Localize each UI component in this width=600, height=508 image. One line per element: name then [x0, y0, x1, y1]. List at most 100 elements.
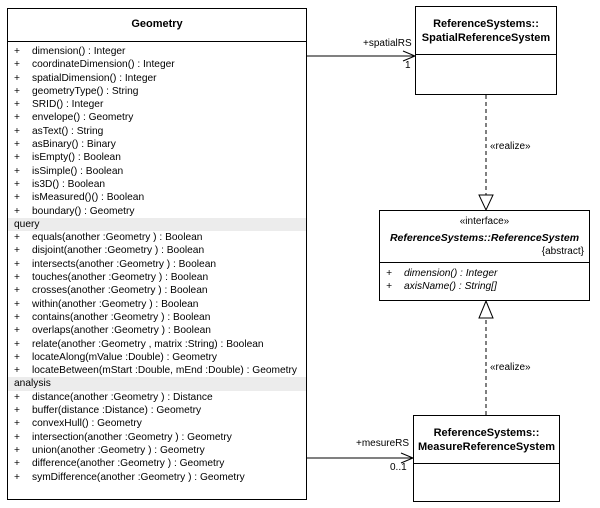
core-operation: +boundary() : Geometry [14, 205, 306, 218]
analysis-operation: + buffer(distance :Distance) : Geometry [14, 404, 306, 417]
visibility-marker: + [14, 285, 20, 297]
measure-multiplicity-label: 0..1 [390, 462, 407, 473]
operation-signature: contains(another :Geometry ) : Boolean [32, 311, 211, 323]
interface-abstract-tag: {abstract} [541, 246, 584, 257]
visibility-marker: + [14, 458, 20, 470]
analysis-operation: + union(another :Geometry ) : Geometry [14, 444, 306, 457]
spatial-rs-title-line1: ReferenceSystems:: [433, 18, 539, 30]
visibility-marker: + [14, 405, 20, 417]
realize-bottom-label: «realize» [490, 362, 531, 373]
analysis-operation: + distance(another :Geometry ) : Distance [14, 391, 306, 404]
geometry-class-divider [8, 41, 306, 42]
visibility-marker: + [14, 311, 20, 323]
operation-signature: isEmpty() : Boolean [32, 152, 121, 164]
query-operation: +crosses(another :Geometry ) : Boolean [14, 284, 306, 297]
operation-signature: locateAlong(mValue :Double) : Geometry [32, 351, 217, 363]
operation-signature: geometryType() : String [32, 85, 139, 97]
operation-signature: relate(another :Geometry , matrix :Strin… [32, 338, 264, 350]
visibility-marker: + [14, 46, 20, 57]
reference-system-interface[interactable]: «interface» ReferenceSystems::ReferenceS… [379, 210, 590, 301]
core-operation: +asBinary() : Binary [14, 138, 306, 151]
spatial-rs-divider [416, 54, 556, 55]
operation-signature: dimension() : Integer [404, 268, 498, 279]
query-operations: +equals(another :Geometry ) : Boolean+di… [8, 231, 306, 377]
operation-signature: within(another :Geometry ) : Boolean [32, 298, 199, 310]
analysis-operation: +convexHull() : Geometry [14, 417, 306, 430]
measure-reference-system-class[interactable]: ReferenceSystems:: MeasureReferenceSyste… [413, 415, 560, 502]
measure-rs-title-line1: ReferenceSystems:: [433, 427, 540, 439]
core-operation: +asText() : String [14, 125, 306, 138]
operation-signature: union(another :Geometry ) : Geometry [32, 444, 205, 456]
operation-signature: symDifference(another :Geometry ) : Geom… [32, 471, 245, 483]
operation-signature: SRID() : Integer [32, 99, 104, 111]
visibility-marker: + [14, 85, 20, 97]
interface-operation: + axisName() : String[] [386, 280, 589, 293]
query-operation: +disjoint(another :Geometry ) : Boolean [14, 244, 306, 257]
query-operation: +relate(another :Geometry , matrix :Stri… [14, 338, 306, 351]
visibility-marker: + [14, 325, 20, 337]
operation-signature: envelope() : Geometry [32, 112, 134, 124]
query-operation: + locateBetween(mStart :Double, mEnd :Dou… [14, 364, 306, 377]
visibility-marker: + [14, 72, 20, 84]
query-operation: +overlaps(another :Geometry ) : Boolean [14, 324, 306, 337]
operation-signature: locateBetween(mStart :Double, mEnd :Doub… [32, 365, 297, 377]
query-category-label: query [8, 217, 306, 232]
operation-signature: dimension() : Integer [32, 46, 126, 57]
operation-signature: spatialDimension() : Integer [32, 72, 157, 84]
visibility-marker: + [14, 444, 20, 456]
core-operations: + dimension() : Integer + coordinateDimensi… [8, 42, 306, 218]
operation-signature: coordinateDimension() : Integer [32, 59, 175, 71]
interface-operation: +dimension() : Integer [386, 267, 589, 280]
core-operation: + coordinateDimension() : Integer [14, 58, 306, 71]
core-operation: +isSimple() : Boolean [14, 165, 306, 178]
visibility-marker: + [14, 351, 20, 363]
operation-signature: distance(another :Geometry ) : Distance [32, 391, 213, 403]
visibility-marker: + [14, 431, 20, 443]
analysis-operation: +intersection(another :Geometry ) : Geom… [14, 431, 306, 444]
measure-rs-title-line2: MeasureReferenceSystem [418, 441, 555, 453]
core-operation: +is3D() : Boolean [14, 178, 306, 191]
visibility-marker: + [14, 125, 20, 137]
analysis-category-label: analysis [8, 377, 306, 391]
visibility-marker: + [14, 192, 20, 204]
measure-rs-divider [414, 463, 559, 464]
query-operation: + contains(another :Geometry ) : Boolean [14, 311, 306, 324]
visibility-marker: + [14, 365, 20, 377]
operation-signature: intersects(another :Geometry ) : Boolean [32, 258, 217, 270]
visibility-marker: + [386, 281, 392, 293]
visibility-marker: + [14, 99, 20, 111]
realize-top-label: «realize» [490, 141, 531, 152]
operation-signature: axisName() : String[] [404, 281, 497, 293]
visibility-marker: + [14, 258, 20, 270]
operation-signature: buffer(distance :Distance) : Geometry [32, 405, 202, 417]
interface-divider [380, 262, 589, 263]
measure-role-label: +mesureRS [356, 438, 410, 449]
core-operation: + spatialDimension() : Integer [14, 72, 306, 85]
visibility-marker: + [14, 59, 20, 71]
query-operation: + intersects(another :Geometry ) : Boolea… [14, 258, 306, 271]
analysis-operation: +symDifference(another :Geometry ) : Geo… [14, 471, 306, 484]
operation-signature: boundary() : Geometry [32, 205, 135, 217]
interface-stereotype: «interface» [459, 216, 510, 227]
core-operation: +isEmpty() : Boolean [14, 151, 306, 164]
core-operation: + SRID() : Integer [14, 98, 306, 111]
geometry-class-title: Geometry [131, 18, 183, 30]
core-operation: + dimension() : Integer [14, 45, 306, 58]
analysis-operation: +difference(another :Geometry ) : Geomet… [14, 457, 306, 470]
visibility-marker: + [14, 139, 20, 151]
query-operation: +within(another :Geometry ) : Boolean [14, 298, 306, 311]
visibility-marker: + [14, 178, 20, 190]
visibility-marker: + [14, 418, 20, 430]
operation-signature: isSimple() : Boolean [32, 165, 124, 177]
realize-top-arrowhead [478, 194, 494, 212]
spatial-multiplicity-label: 1 [405, 60, 411, 71]
visibility-marker: + [14, 272, 20, 284]
visibility-marker: + [14, 391, 20, 403]
analysis-operations: + distance(another :Geometry ) : Distance… [8, 391, 306, 484]
geometry-class[interactable]: Geometry + dimension() : Integer + coordina… [7, 8, 307, 500]
spatial-reference-system-class[interactable]: ReferenceSystems:: SpatialReferenceSyste… [415, 6, 557, 95]
realize-bottom-arrowhead [478, 299, 494, 319]
operation-signature: touches(another :Geometry ) : Boolean [32, 272, 209, 284]
operation-signature: isMeasured()() : Boolean [32, 192, 145, 204]
